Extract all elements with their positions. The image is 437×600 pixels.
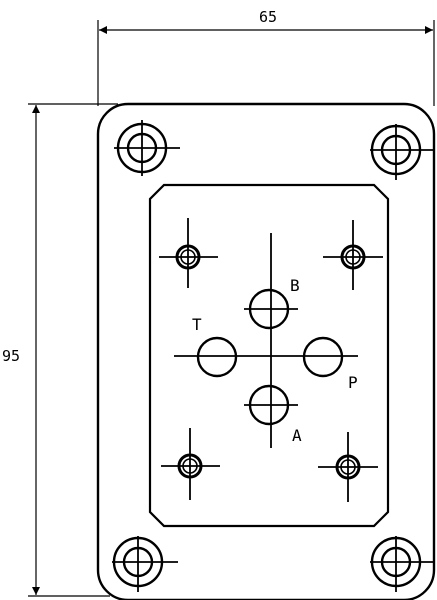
width-dimension: 65 — [97, 8, 435, 106]
height-label: 95 — [2, 347, 20, 365]
port-b-label: B — [290, 276, 300, 295]
width-label: 65 — [259, 8, 277, 26]
mounting-hole-top-right — [370, 124, 434, 180]
mounting-hole-top-left — [114, 120, 180, 176]
mounting-hole-bottom-left — [112, 536, 178, 592]
threaded-hole-bottom-left — [161, 428, 220, 500]
height-dimension: 95 — [2, 103, 118, 597]
mounting-hole-bottom-right — [370, 536, 434, 592]
port-t: T — [192, 315, 238, 378]
port-p: P — [302, 336, 358, 392]
port-p-label: P — [348, 373, 358, 392]
port-t-label: T — [192, 315, 202, 334]
threaded-hole-top-left — [159, 218, 218, 288]
port-a-label: A — [292, 426, 302, 445]
port-a: A — [244, 384, 302, 445]
inner-face-outline — [148, 183, 390, 528]
threaded-hole-bottom-right — [318, 432, 378, 502]
threaded-hole-top-right — [323, 220, 383, 290]
plate-outline — [96, 102, 436, 600]
port-b: B — [244, 276, 300, 330]
